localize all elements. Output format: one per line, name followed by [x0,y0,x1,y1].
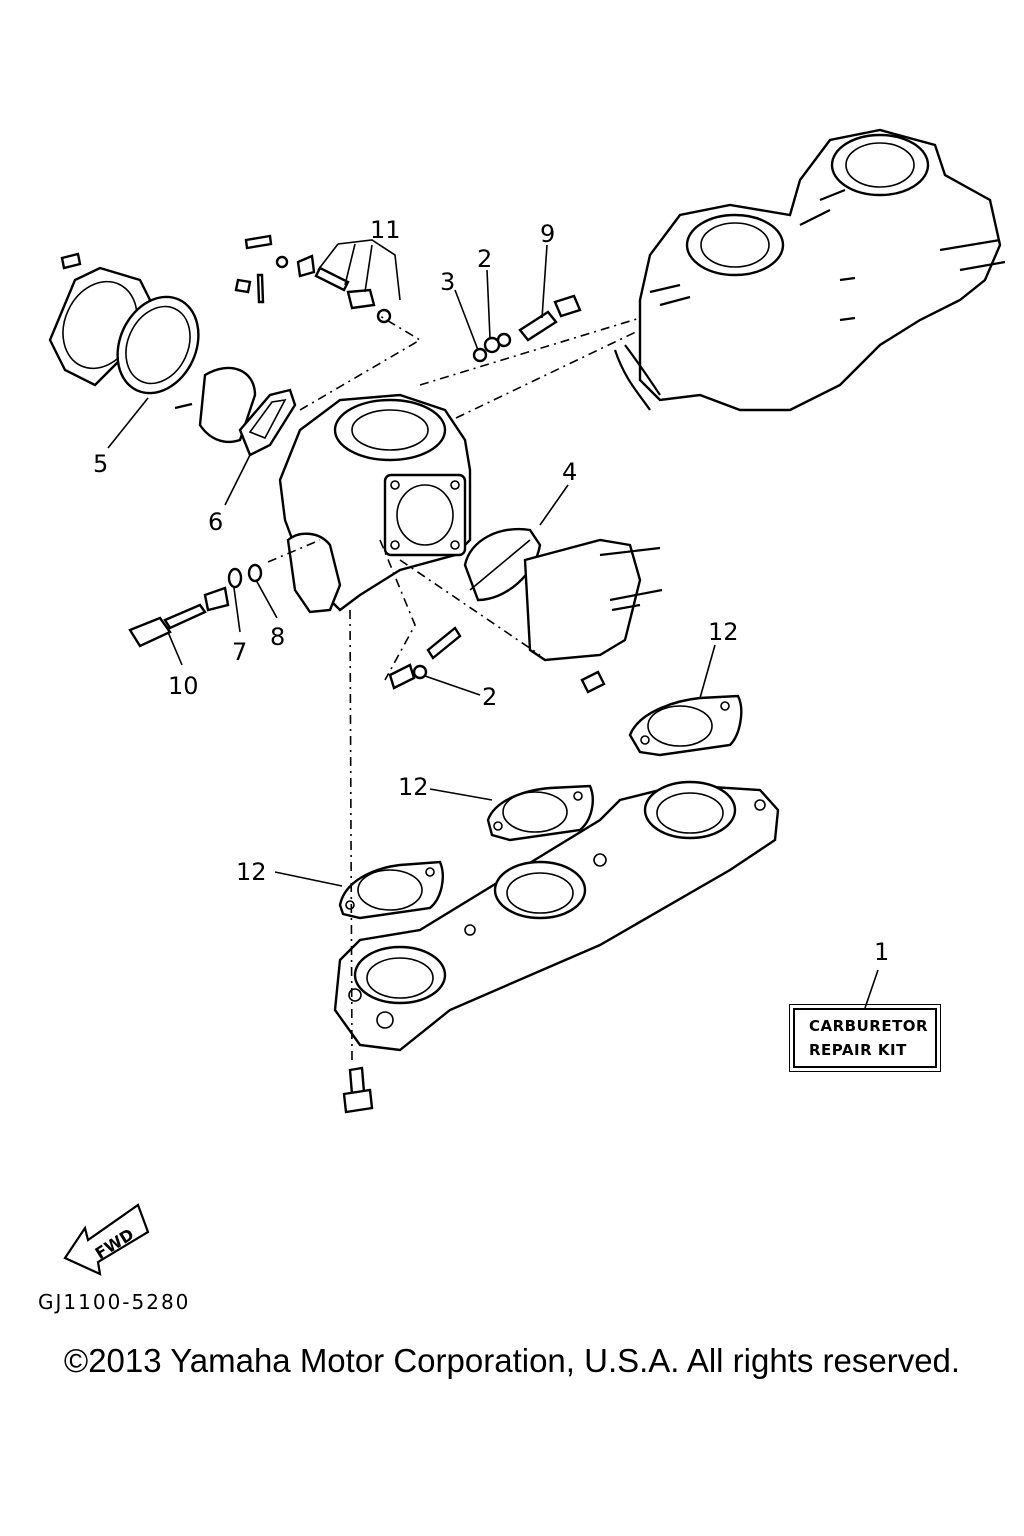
intake-manifold [333,780,780,1052]
callout-6: 6 [208,508,223,536]
callout-5: 5 [93,450,108,478]
fwd-label: FWD [92,1225,138,1263]
callout-7: 7 [232,638,247,666]
gasket-part-12-left [338,860,444,920]
callout-12-right: 12 [708,618,739,646]
callout-12-left: 12 [236,858,267,886]
callout-11: 11 [370,216,401,244]
carburetor-repair-kit-label: CARBURETOR REPAIR KIT [789,1004,941,1072]
callout-10: 10 [168,672,199,700]
gasket-part-12-right [628,694,743,757]
callout-2-upper: 2 [477,245,492,273]
callout-9: 9 [540,220,555,248]
screw-parts-top [472,294,582,363]
needle-valve-set-part-11 [234,234,401,324]
figure-code: GJ1100-5280 [38,1290,191,1314]
forward-arrow-icon: FWD [63,1203,150,1276]
leader-lines [107,244,879,1009]
callout-3: 3 [440,268,455,296]
callout-8: 8 [270,623,285,651]
copyright-notice: ©2013 Yamaha Motor Corporation, U.S.A. A… [63,1342,961,1379]
pump-cover-part-5 [48,252,257,444]
gasket-part-12-middle [486,784,594,842]
pilot-screw-set-parts-7-8-10 [128,532,342,648]
assembly-lines [267,315,641,1061]
callout-4: 4 [562,458,577,486]
exploded-parts-diagram: FWD 5 6 11 3 2 9 4 7 8 10 2 12 12 12 1 [48,128,1006,1276]
kit-label-line-1: CARBURETOR [809,1017,929,1035]
carburetor-assembly-rear [613,128,1006,412]
manifold-bolt [342,1066,374,1114]
screw-part-2-lower [388,626,606,694]
callout-12-middle: 12 [398,773,429,801]
kit-label-line-2: REPAIR KIT [809,1041,907,1059]
cover-part-4 [463,527,663,662]
callout-2-lower: 2 [482,683,497,711]
callout-1: 1 [874,938,889,966]
